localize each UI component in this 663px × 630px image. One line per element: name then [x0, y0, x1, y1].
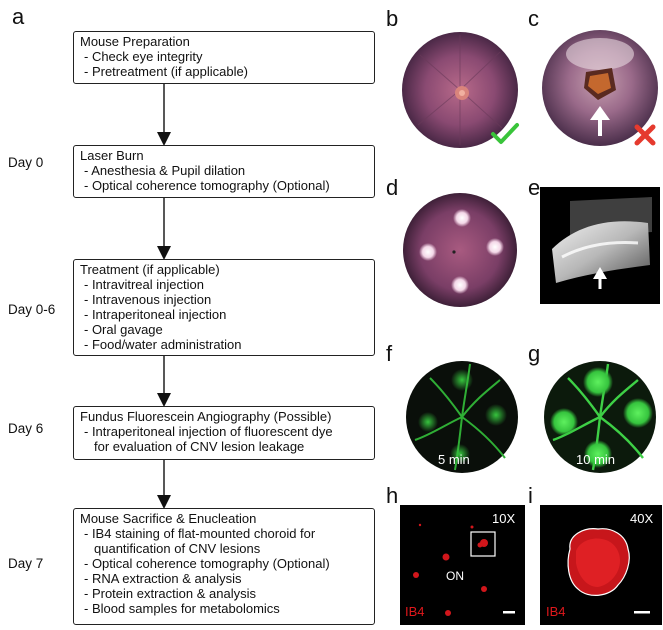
check-icon: [491, 123, 519, 144]
fundus-image-c: [542, 30, 658, 146]
step-item: - Oral gavage: [84, 322, 163, 337]
oct-image-e: [540, 187, 660, 304]
fundus-image-d: [403, 193, 517, 307]
step-item: - Blood samples for metabolomics: [84, 601, 280, 616]
optic-nerve-label: ON: [446, 569, 464, 583]
step-item: - Optical coherence tomography (Optional…: [84, 178, 330, 193]
step-item: - RNA extraction & analysis: [84, 571, 242, 586]
step-item: - Check eye integrity: [84, 49, 203, 64]
day-label-0-6: Day 0-6: [8, 302, 56, 317]
stain-label-i: IB4: [546, 604, 566, 619]
step-title: Laser Burn: [80, 148, 144, 163]
step-item: - Optical coherence tomography (Optional…: [84, 556, 330, 571]
step-title: Treatment (if applicable): [80, 262, 220, 277]
time-label-f: 5 min: [438, 452, 470, 467]
fundus-image-b: [402, 32, 518, 148]
step-item: - Food/water administration: [84, 337, 242, 352]
time-label-g: 10 min: [576, 452, 616, 467]
arrow-icon: [593, 267, 607, 279]
step-item: - Intraperitoneal injection of fluoresce…: [84, 424, 333, 439]
flatmount-image-h: [400, 505, 525, 625]
angiography-image-f: [406, 361, 518, 473]
cross-icon: [634, 124, 656, 146]
panel-label-b: b: [386, 6, 399, 31]
step-box-angiography: Fundus Fluorescein Angiography (Possible…: [73, 406, 375, 460]
panel-label-a: a: [12, 4, 25, 29]
step-title: Mouse Preparation: [80, 34, 190, 49]
step-item: - Intravitreal injection: [84, 277, 204, 292]
panel-label-i: i: [528, 483, 533, 508]
day-label-7: Day 7: [8, 556, 44, 571]
day-label-6: Day 6: [8, 421, 44, 436]
magnification-label-i: 40X: [630, 511, 654, 526]
step-title: Mouse Sacrifice & Enucleation: [80, 511, 257, 526]
panel-label-e: e: [528, 175, 541, 200]
panel-label-h: h: [386, 483, 399, 508]
step-box-treatment: Treatment (if applicable) - Intravitreal…: [73, 259, 375, 356]
step-box-sacrifice: Mouse Sacrifice & Enucleation - IB4 stai…: [73, 508, 375, 625]
panel-label-c: c: [528, 6, 539, 31]
magnification-label-h: 10X: [492, 511, 516, 526]
panel-label-g: g: [528, 341, 541, 366]
stain-label-h: IB4: [405, 604, 425, 619]
step-item: - Intravenous injection: [84, 292, 212, 307]
step-box-laser-burn: Laser Burn - Anesthesia & Pupil dilation…: [73, 145, 375, 198]
arrow-icon: [590, 106, 610, 120]
step-item: - Anesthesia & Pupil dilation: [84, 163, 246, 178]
step-item: - Pretreatment (if applicable): [84, 64, 249, 79]
step-item: - Intraperitoneal injection: [84, 307, 227, 322]
panel-label-f: f: [386, 341, 393, 366]
step-item: for evaluation of CNV lesion leakage: [94, 439, 305, 454]
lesion-image-i: [540, 505, 662, 625]
step-item: - Protein extraction & analysis: [84, 586, 256, 601]
day-label-0: Day 0: [8, 155, 44, 170]
step-title: Fundus Fluorescein Angiography (Possible…: [80, 409, 332, 424]
step-item: quantification of CNV lesions: [94, 541, 261, 556]
panel-label-d: d: [386, 175, 399, 200]
scale-bar: [503, 611, 515, 614]
angiography-image-g: [544, 361, 656, 473]
step-box-preparation: Mouse Preparation - Check eye integrity …: [73, 31, 375, 84]
scale-bar: [634, 611, 650, 614]
step-item: - IB4 staining of flat-mounted choroid f…: [84, 526, 316, 541]
